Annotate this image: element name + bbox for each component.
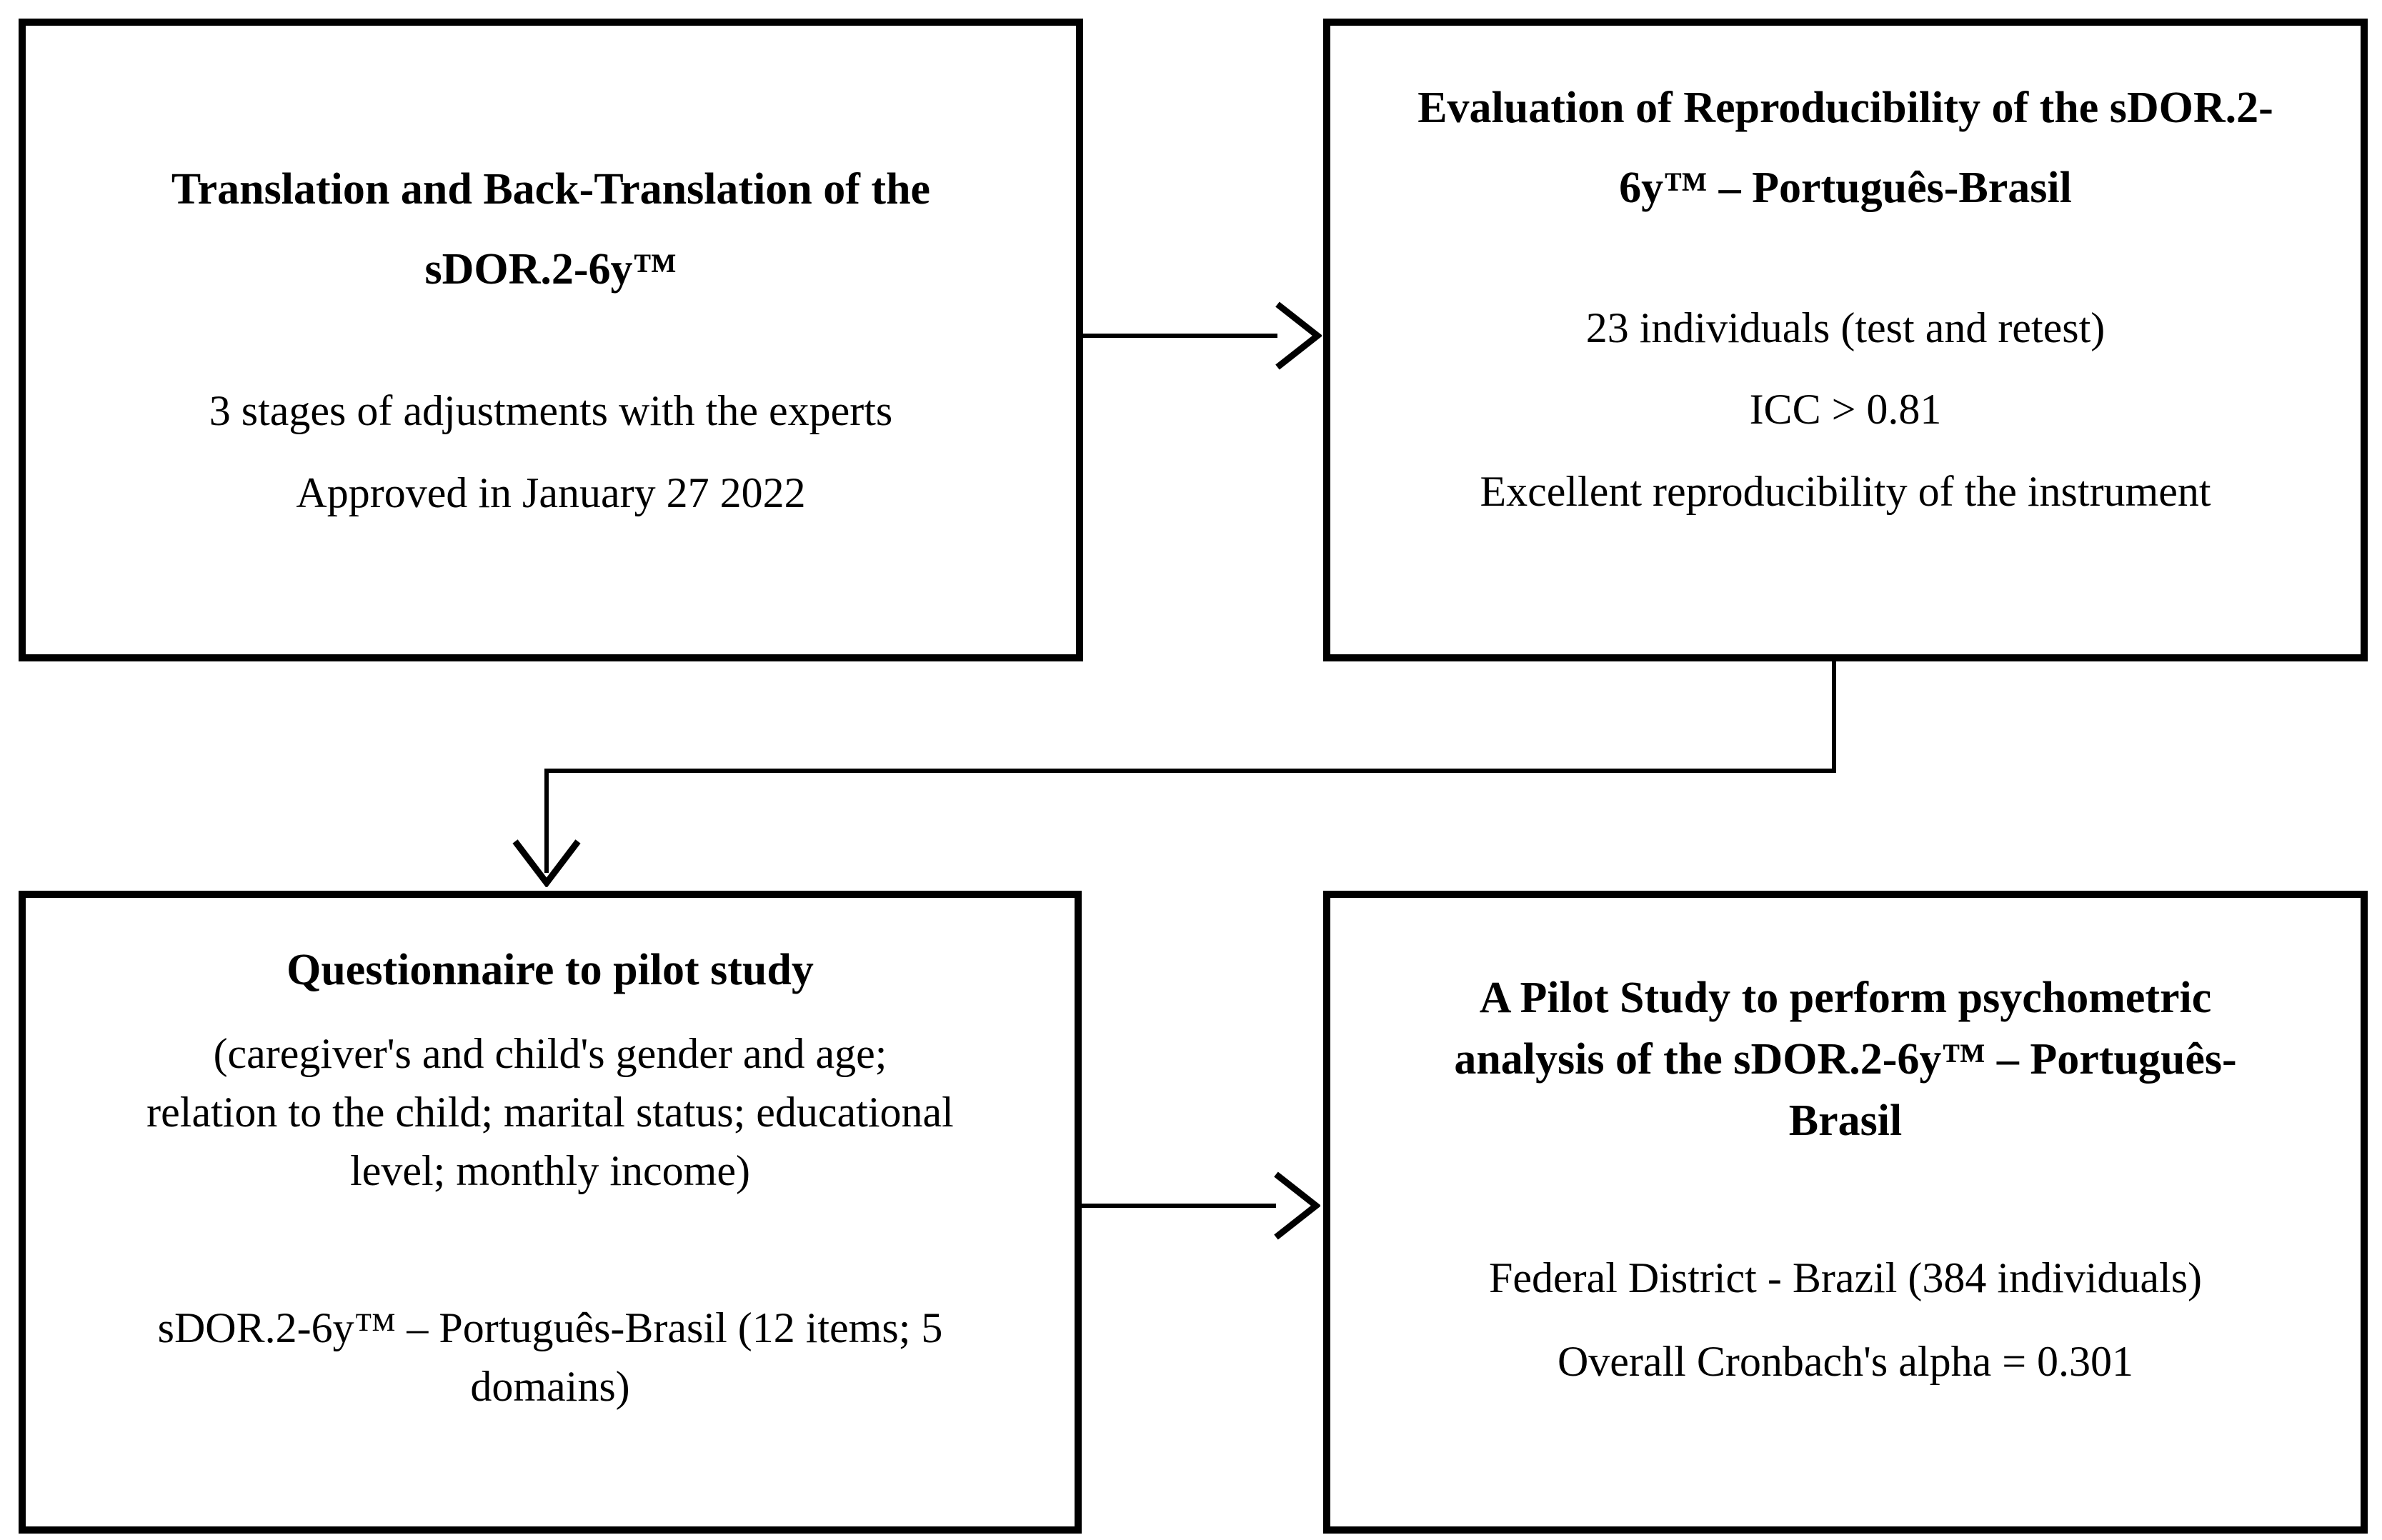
box-questionnaire: Questionnaire to pilot study (caregiver'… xyxy=(19,891,1082,1534)
box-reproducibility-icc: ICC > 0.81 xyxy=(1749,386,1942,433)
box-questionnaire-variables: (caregiver's and child's gender and age;… xyxy=(146,1030,954,1194)
box-reproducibility-individuals: 23 individuals (test and retest) xyxy=(1585,304,2106,351)
arrow-right-icon xyxy=(1275,301,1322,370)
box-translation-stages: 3 stages of adjustments with the experts xyxy=(209,387,893,434)
connector-line-elbow-horizontal xyxy=(544,769,1836,773)
box-pilot-study-sample: Federal District - Brazil (384 individua… xyxy=(1488,1254,2203,1301)
box-questionnaire-instrument: sDOR.2-6y™ – Português-Brasil (12 items;… xyxy=(157,1304,943,1410)
connector-line-questionnaire-to-pilot-study xyxy=(1082,1204,1276,1208)
connector-line-translation-to-reproducibility xyxy=(1083,334,1277,338)
box-questionnaire-title: Questionnaire to pilot study xyxy=(286,946,814,994)
box-reproducibility-conclusion: Excellent reproducibility of the instrum… xyxy=(1480,468,2211,515)
connector-line-elbow-vertical-left xyxy=(544,773,549,873)
arrow-right-icon xyxy=(1274,1171,1320,1240)
box-reproducibility-title: Evaluation of Reproducibility of the sDO… xyxy=(1417,84,2273,212)
box-translation-approved: Approved in January 27 2022 xyxy=(296,469,806,516)
box-pilot-study-alpha: Overall Cronbach's alpha = 0.301 xyxy=(1557,1338,2134,1385)
connector-line-elbow-vertical-right xyxy=(1832,661,1836,772)
box-reproducibility: Evaluation of Reproducibility of the sDO… xyxy=(1323,19,2368,661)
arrow-down-icon xyxy=(512,839,581,887)
